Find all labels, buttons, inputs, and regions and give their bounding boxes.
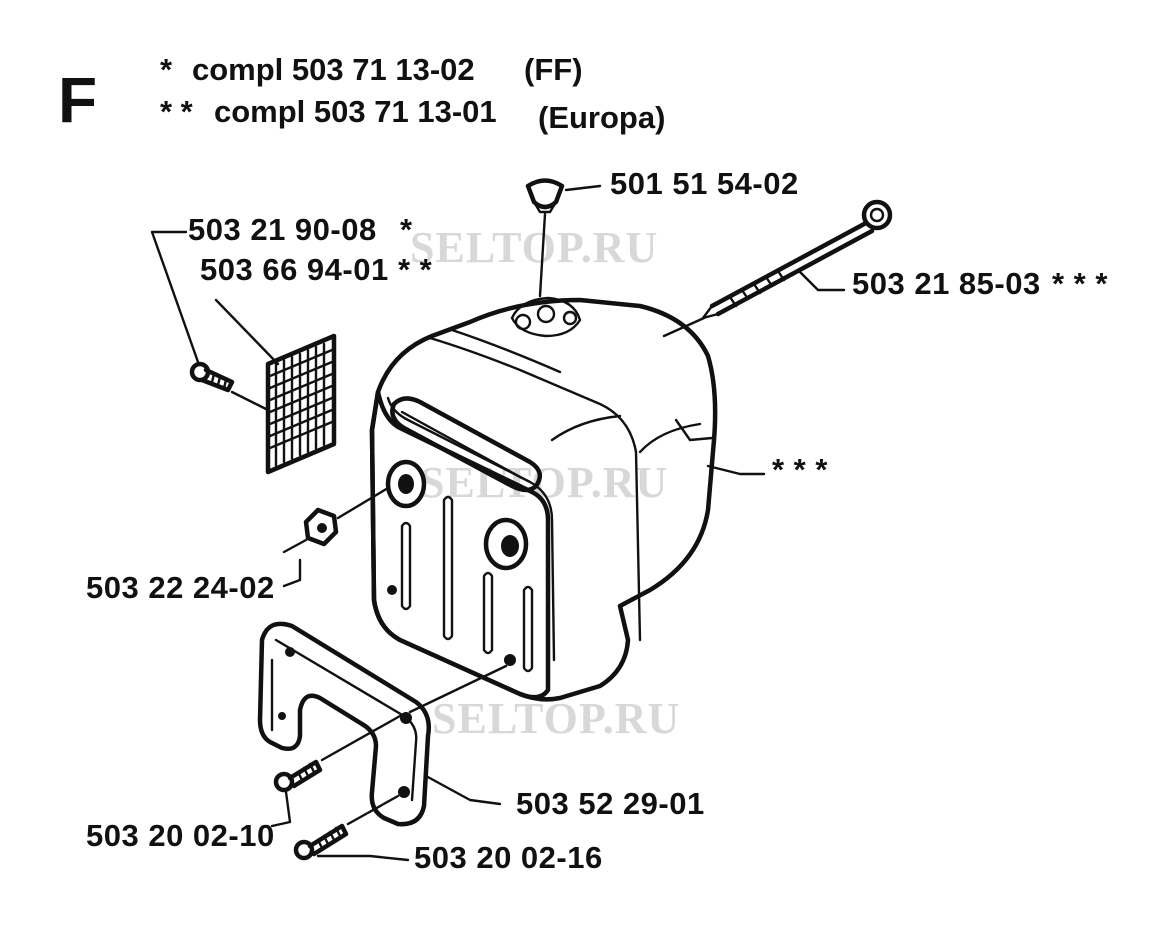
screw-a-part: [273, 759, 323, 793]
cover-leader: [706, 464, 766, 476]
kit-2-marker: * *: [160, 94, 194, 129]
screen-screw-part: [189, 361, 235, 393]
bolt-leader: [796, 268, 846, 292]
bracket-part: [257, 621, 431, 827]
cover-kit-marker: * * *: [772, 452, 828, 487]
section-letter: F: [58, 64, 97, 136]
bolt-kit-marker: * * *: [1052, 266, 1108, 301]
screen-a-kit-marker: *: [400, 212, 413, 247]
screw-b-leader: [316, 854, 410, 862]
muffler-cover: [369, 296, 718, 702]
watermark: SELTOP.RU: [410, 223, 658, 272]
cap-part: [525, 178, 565, 298]
kit-1-region: (FF): [524, 52, 583, 87]
screen-a-part-number: 503 21 90-08: [188, 212, 377, 247]
cap-part-number: 501 51 54-02: [610, 166, 799, 201]
screw-b-part-number: 503 20 02-16: [414, 840, 603, 875]
screw-a-part-number: 503 20 02-10: [86, 818, 275, 853]
bolt-part-number: 503 21 85-03: [852, 266, 1041, 301]
screen-b-leader: [214, 298, 280, 366]
bracket-leader: [424, 774, 502, 806]
cap-leader: [564, 184, 602, 192]
screen-screw-line: [230, 390, 270, 412]
nut-leader: [282, 538, 308, 588]
spark-screen-part: [265, 333, 337, 475]
kit-2-text: compl 503 71 13-01: [214, 94, 497, 129]
nut-part-number: 503 22 24-02: [86, 570, 275, 605]
screen-a-leader: [150, 230, 200, 364]
bracket-to-cover-line: [408, 664, 508, 714]
kit-1-text: compl 503 71 13-02: [192, 52, 475, 87]
nut-part: [303, 507, 339, 547]
screen-b-part-number: 503 66 94-01: [200, 252, 389, 287]
watermark: SELTOP.RU: [432, 694, 680, 743]
screen-b-kit-marker: * *: [398, 252, 433, 287]
kit-1-marker: *: [160, 52, 173, 87]
screw-a-to-bracket-line: [320, 714, 402, 762]
nut-to-cover-line: [336, 486, 390, 520]
kit-2-region: (Europa): [538, 100, 665, 135]
bracket-part-number: 503 52 29-01: [516, 786, 705, 821]
screw-b-to-bracket-line: [346, 794, 400, 826]
screw-b-part: [293, 823, 349, 861]
screw-a-leader: [270, 790, 292, 828]
